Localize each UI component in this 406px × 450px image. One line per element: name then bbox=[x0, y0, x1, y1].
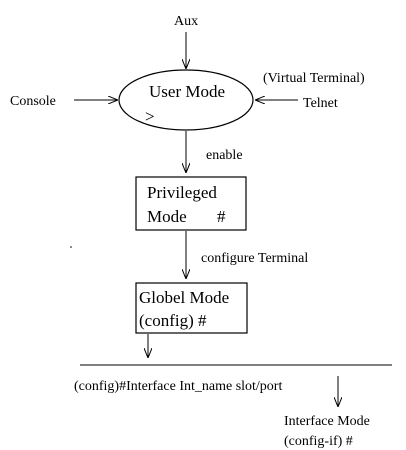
configure-terminal-label: configure Terminal bbox=[201, 251, 308, 266]
enable-label: enable bbox=[206, 148, 243, 163]
user-mode-prompt: > bbox=[145, 107, 155, 126]
privileged-prompt: # bbox=[217, 207, 226, 226]
console-label: Console bbox=[10, 94, 56, 109]
interface-mode-line1: Interface Mode bbox=[284, 414, 370, 429]
privileged-label-line1: Privileged bbox=[147, 183, 217, 202]
interface-mode-line2: (config-if) # bbox=[284, 434, 353, 449]
global-label-line2: (config) # bbox=[139, 311, 207, 330]
global-mode-node bbox=[135, 282, 248, 334]
telnet-label: Telnet bbox=[303, 96, 338, 111]
privileged-label-line2: Mode bbox=[147, 207, 187, 226]
virtual-terminal-label: (Virtual Terminal) bbox=[263, 71, 365, 86]
global-label-line1: Globel Mode bbox=[139, 288, 229, 307]
user-mode-title: User Mode bbox=[149, 82, 225, 101]
user-mode-node bbox=[118, 69, 254, 131]
privileged-mode-node bbox=[135, 176, 247, 231]
interface-command-label: (config)#Interface Int_name slot/port bbox=[74, 379, 282, 394]
aux-label: Aux bbox=[174, 14, 198, 29]
stray-dot bbox=[70, 246, 72, 248]
